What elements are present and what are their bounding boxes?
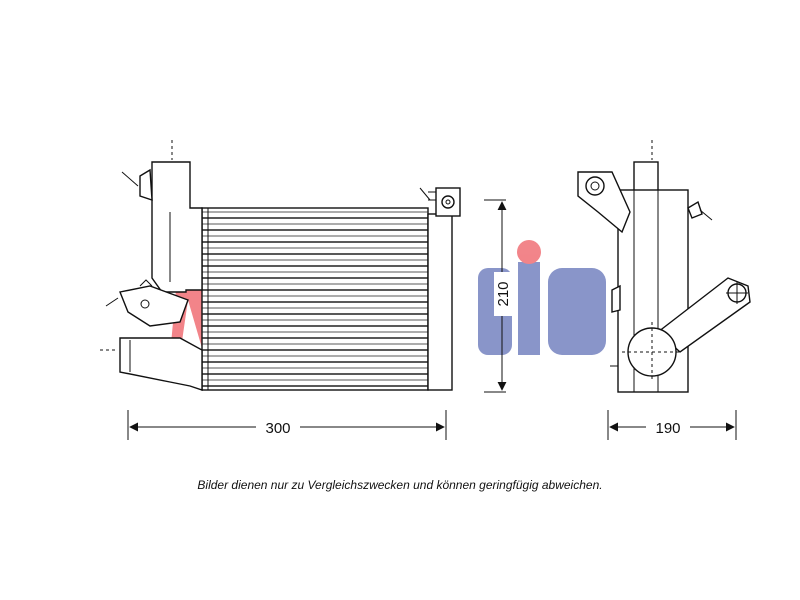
left-mount-tab bbox=[119, 285, 189, 327]
right-bracket-hole bbox=[441, 195, 455, 209]
side-view bbox=[577, 140, 751, 393]
dimension-height: 210 bbox=[484, 199, 512, 393]
dimension-width-label: 300 bbox=[265, 420, 290, 437]
disclaimer-caption: Bilder dienen nur zu Vergleichszwecken u… bbox=[197, 478, 603, 492]
dimension-height-label: 210 bbox=[495, 281, 512, 306]
side-top-pipe bbox=[633, 161, 659, 193]
dimension-depth-label: 190 bbox=[655, 420, 680, 437]
dimension-width: 300 bbox=[127, 410, 447, 440]
left-tank-upper bbox=[151, 161, 203, 293]
right-tank bbox=[427, 213, 453, 391]
side-bracket-top bbox=[577, 171, 631, 234]
front-view bbox=[100, 140, 461, 391]
dimension-depth: 190 bbox=[607, 410, 737, 440]
core-outline bbox=[201, 207, 429, 391]
core-fins bbox=[202, 208, 428, 390]
left-tank-lower bbox=[119, 337, 203, 391]
right-bracket bbox=[435, 187, 461, 217]
